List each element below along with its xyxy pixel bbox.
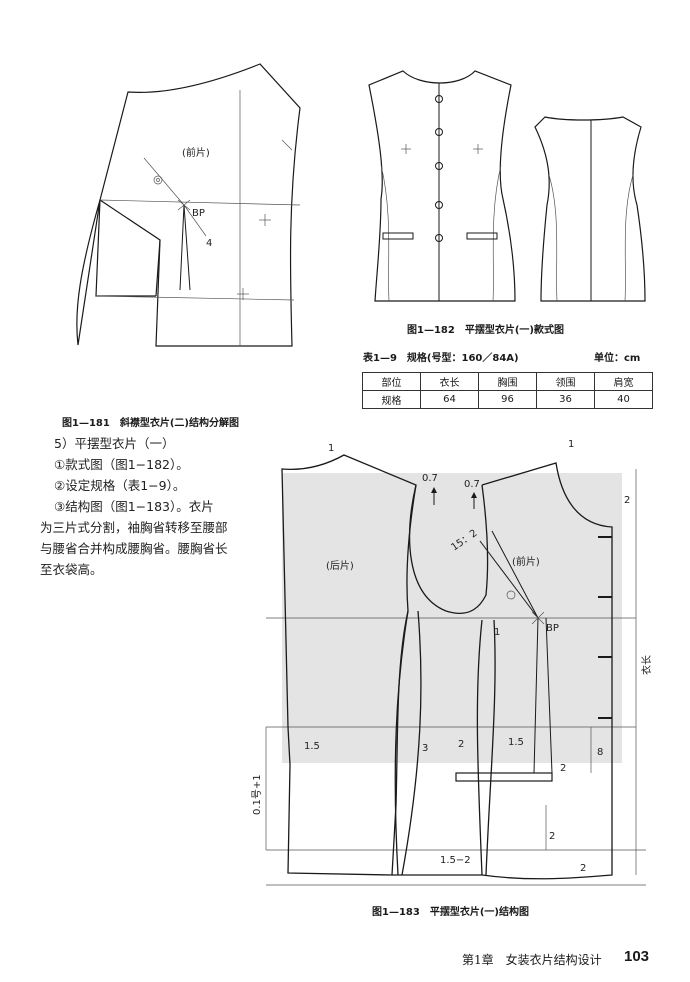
table-unit: 单位：cm (594, 353, 641, 364)
dim-length: 衣长 (640, 655, 653, 675)
text-line: 为三片式分割，袖胸省转移至腰部 (40, 520, 228, 535)
text-line: 与腰省合并构成腰胸省。腰胸省长 (40, 541, 228, 556)
text-line: ①款式图（图1−182）。 (54, 457, 189, 472)
fig181-outline (76, 63, 301, 347)
fig183-front-label: (前片) (512, 555, 540, 568)
text-line: ②设定规格（表1−9）。 (54, 478, 186, 493)
fig183-drawing: (后片) (前片) BP 0.7 0.7 15：2 1 1 1 2 2 2 2 … (251, 439, 653, 886)
dim-8: 8 (597, 747, 603, 758)
table-cell: 规格 (362, 390, 421, 409)
table-header-cell: 胸围 (478, 372, 537, 391)
fig183-back-label: (后片) (326, 559, 354, 572)
dim-2: 2 (624, 495, 630, 506)
fig183-caption: 图1—183 平摆型衣片(一)结构图 (372, 907, 529, 918)
dim-0.1-plus-1: 0.1号+1 (251, 774, 263, 815)
fig183-bp-label: BP (546, 623, 559, 634)
dim-1.5: 1.5 (508, 737, 524, 748)
table-header-cell: 衣长 (420, 372, 479, 391)
table-cell: 64 (420, 390, 479, 409)
table-header-row: 部位 衣长 胸围 领围 肩宽 (362, 372, 653, 391)
dim-2: 2 (458, 739, 464, 750)
fig181-caption: 图1—181 斜襟型衣片(二)结构分解图 (62, 418, 239, 429)
fig182-front-jacket (368, 70, 516, 302)
fig181-front-label: (前片) (182, 146, 210, 159)
fig182-back-jacket (534, 116, 646, 302)
dim-0.7: 0.7 (422, 473, 438, 484)
table-cell: 40 (594, 390, 653, 409)
fig183-pocket (455, 772, 553, 782)
fig183-front-piece (481, 462, 613, 880)
table-title: 表1—9 规格(号型：160／84A) (363, 353, 519, 364)
table-row: 规格 64 96 36 40 (362, 390, 653, 409)
page-number: 103 (624, 948, 650, 965)
table-header-cell: 领围 (536, 372, 595, 391)
dim-1: 1 (328, 443, 334, 454)
table-cell: 36 (536, 390, 595, 409)
text-line: 5）平摆型衣片（一） (54, 436, 175, 451)
dim-3: 3 (422, 743, 428, 754)
table-header-cell: 肩宽 (594, 372, 653, 391)
fig181-bp-label: BP (192, 208, 205, 219)
body-text: 5）平摆型衣片（一） ①款式图（图1−182）。 ②设定规格（表1−9）。 ③结… (40, 433, 275, 580)
dim-1: 1 (494, 627, 500, 638)
text-line: 至衣袋高。 (40, 562, 103, 577)
table-header-cell: 部位 (362, 372, 421, 391)
text-line: ③结构图（图1−183）。衣片 (54, 499, 214, 514)
fig182-drawing (368, 70, 646, 302)
fig182-caption: 图1—182 平摆型衣片(一)款式图 (407, 325, 564, 336)
dim-2: 2 (549, 831, 555, 842)
footer-chapter: 第1章 女装衣片结构设计 (462, 953, 602, 967)
fig181-drawing: (前片) BP 4 (76, 63, 301, 347)
dim-1.5: 1.5 (304, 741, 320, 752)
dim-2: 2 (580, 863, 586, 874)
fig181-dim-4: 4 (206, 238, 212, 249)
dim-1.5-2: 1.5−2 (440, 855, 471, 866)
dim-1: 1 (568, 439, 574, 450)
dim-0.7: 0.7 (464, 479, 480, 490)
table-cell: 96 (478, 390, 537, 409)
fig183-back-piece (281, 454, 417, 876)
spec-table: 部位 衣长 胸围 领围 肩宽 规格 64 96 36 40 (362, 372, 653, 409)
dim-2: 2 (560, 763, 566, 774)
